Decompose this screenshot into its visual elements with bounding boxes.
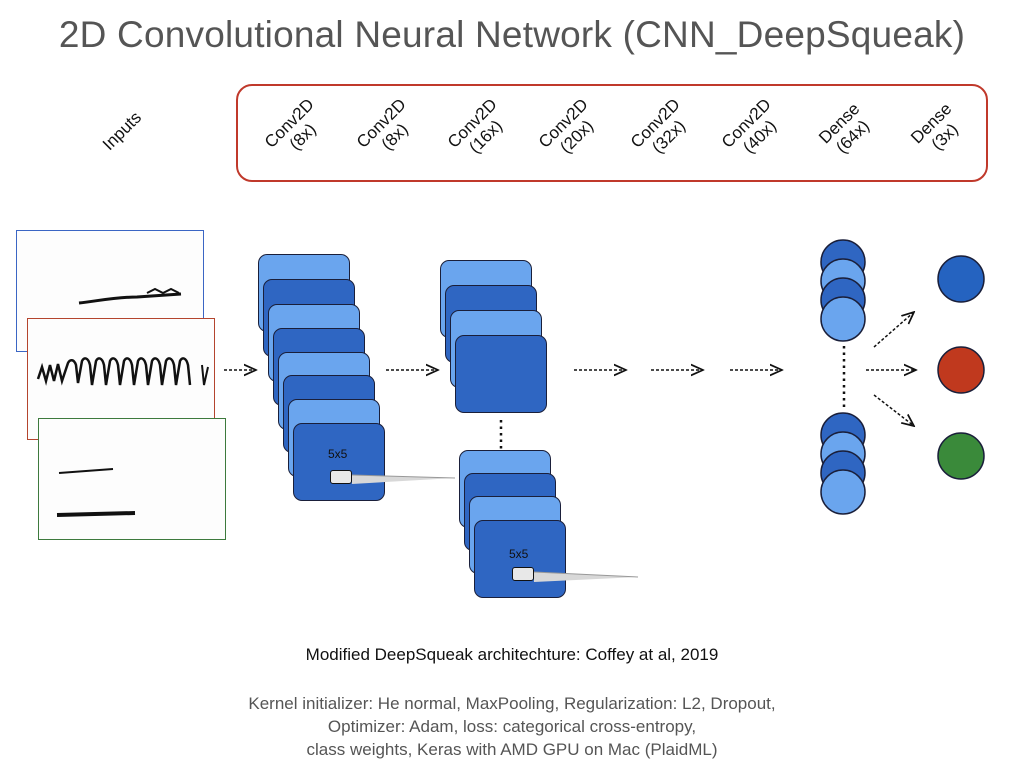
feature-map <box>293 423 385 501</box>
feature-map <box>474 520 566 598</box>
output-neuron-2 <box>937 346 985 394</box>
output-neuron-1 <box>937 255 985 303</box>
diagram-title: 2D Convolutional Neural Network (CNN_Dee… <box>58 14 966 55</box>
dense-neuron <box>820 469 866 515</box>
dense-neuron <box>820 296 866 342</box>
spectrogram-1-trace <box>78 287 182 305</box>
flow-arrow <box>873 394 914 426</box>
spectrogram-3-trace <box>56 468 136 517</box>
output-neuron-3 <box>937 432 985 480</box>
caption: Modified DeepSqueak architechture: Coffe… <box>305 645 719 664</box>
kernel-size-label-2: 5x5 <box>509 547 529 561</box>
feature-map <box>455 335 547 413</box>
input-spectrogram-3 <box>38 418 226 540</box>
notes-line: Optimizer: Adam, loss: categorical cross… <box>327 717 697 736</box>
kernel-window-2 <box>512 567 534 581</box>
kernel-projection-2 <box>533 571 639 582</box>
layer-list-box <box>236 84 988 182</box>
kernel-projection-1 <box>351 474 456 484</box>
kernel-size-label-1: 5x5 <box>328 447 348 461</box>
spectrogram-2-trace <box>36 357 209 386</box>
notes-line: Kernel initializer: He normal, MaxPoolin… <box>248 694 776 713</box>
notes-line: class weights, Keras with AMD GPU on Mac… <box>306 740 718 759</box>
kernel-window-1 <box>330 470 352 484</box>
flow-arrow <box>873 312 914 348</box>
training-notes: Kernel initializer: He normal, MaxPoolin… <box>0 692 1024 761</box>
